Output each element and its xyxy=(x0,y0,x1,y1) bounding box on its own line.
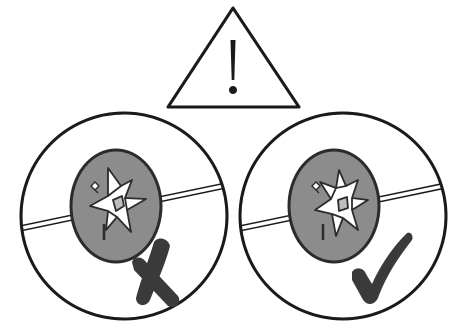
screw-head xyxy=(289,150,379,262)
correct-panel xyxy=(230,113,459,319)
screw-head xyxy=(71,150,161,262)
warning-triangle-icon xyxy=(168,8,299,107)
incorrect-panel xyxy=(10,113,240,319)
